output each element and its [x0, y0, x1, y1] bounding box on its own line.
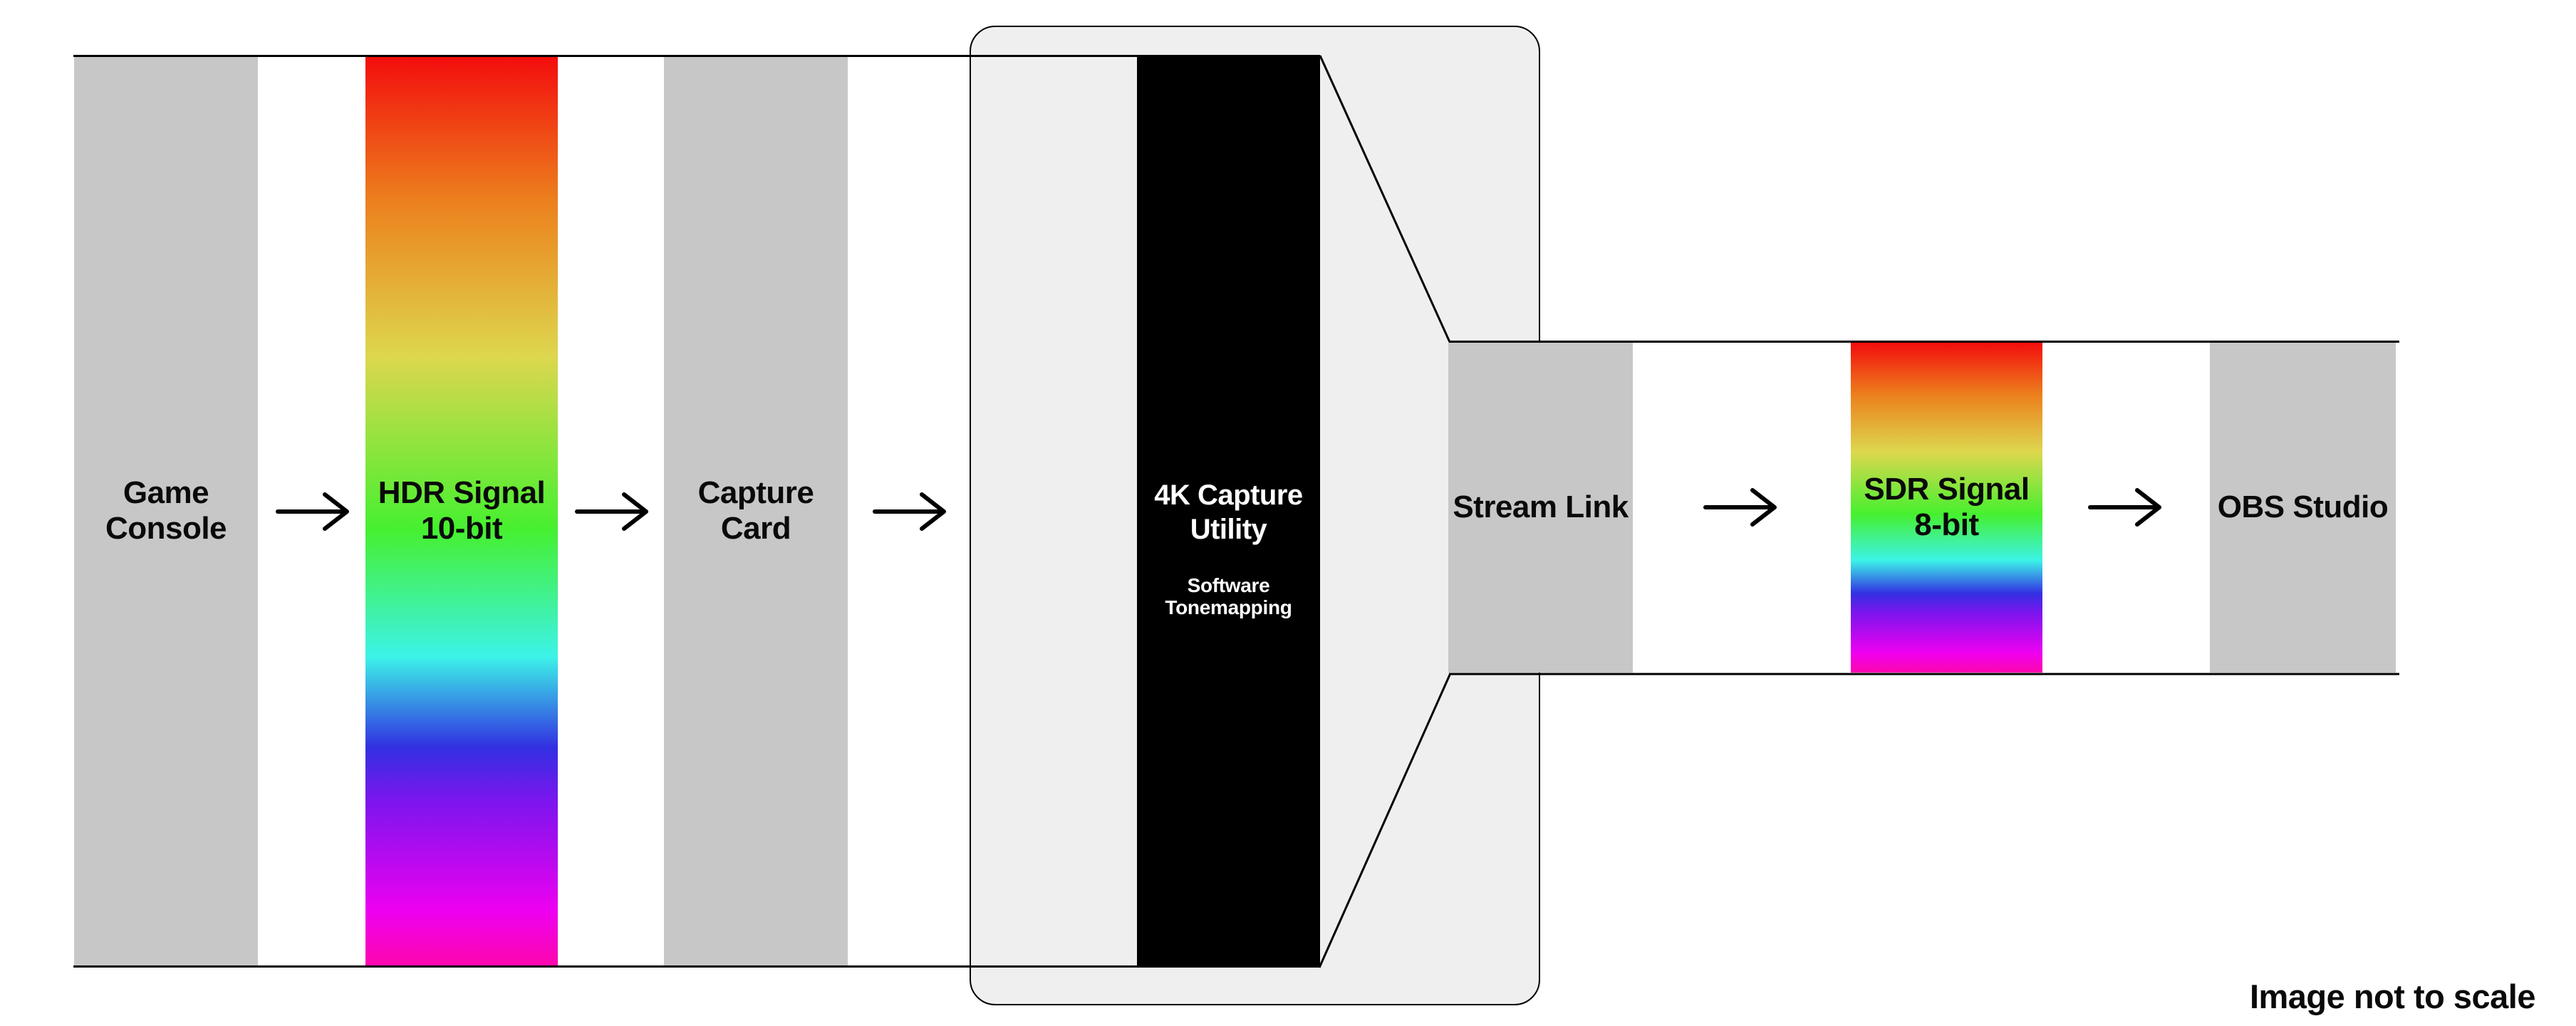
capture-card-bar: [664, 57, 848, 965]
flow-arrow-5: [2088, 488, 2161, 527]
tonemapping-sublabel-line1: Software: [1187, 574, 1270, 596]
sdr-signal-label-line2: 8-bit: [1914, 507, 1979, 542]
flow-arrow-4: [1703, 488, 1777, 527]
tonemapping-sublabel: Software Tonemapping: [1137, 574, 1320, 618]
flow-arrow-3: [873, 492, 946, 531]
capture-card-label: Capture Card: [664, 475, 848, 546]
capture-card-label-line1: Capture: [697, 475, 814, 510]
stream-link-label: Stream Link: [1448, 489, 1633, 525]
capture-card-label-line2: Card: [720, 511, 791, 546]
game-console-label-line1: Game: [123, 475, 209, 510]
funnel-bottom-line: [1318, 673, 1452, 968]
capture-utility-label-line2: Utility: [1190, 514, 1267, 545]
stream-link-bar: [1448, 343, 1633, 673]
sdr-signal-gradient-bar: [1851, 343, 2042, 673]
obs-studio-label: OBS Studio: [2210, 489, 2396, 525]
stream-link-label-line1: Stream Link: [1453, 489, 1629, 524]
sdr-signal-label-line1: SDR Signal: [1864, 472, 2030, 507]
capture-utility-black-bar: [1137, 55, 1320, 968]
flow-arrow-2: [575, 492, 648, 531]
obs-studio-bar: [2210, 343, 2396, 673]
tonemapping-sublabel-line2: Tonemapping: [1165, 596, 1292, 618]
not-to-scale-note: Image not to scale: [2249, 978, 2536, 1015]
game-console-label: Game Console: [74, 475, 258, 546]
game-console-label-line2: Console: [105, 511, 227, 546]
capture-utility-label: 4K Capture Utility: [1137, 478, 1320, 546]
hdr-signal-label: HDR Signal 10-bit: [365, 475, 558, 546]
hdr-signal-label-line1: HDR Signal: [378, 475, 546, 510]
funnel-top-line: [1319, 55, 1451, 343]
game-console-bar: [74, 57, 258, 965]
capture-utility-label-line1: 4K Capture: [1154, 480, 1303, 511]
hdr-signal-gradient-bar: [365, 57, 558, 965]
hdr-signal-label-line2: 10-bit: [420, 511, 503, 546]
obs-studio-label-line1: OBS Studio: [2217, 489, 2389, 524]
flow-arrow-1: [276, 492, 349, 531]
sdr-signal-label: SDR Signal 8-bit: [1851, 472, 2042, 543]
